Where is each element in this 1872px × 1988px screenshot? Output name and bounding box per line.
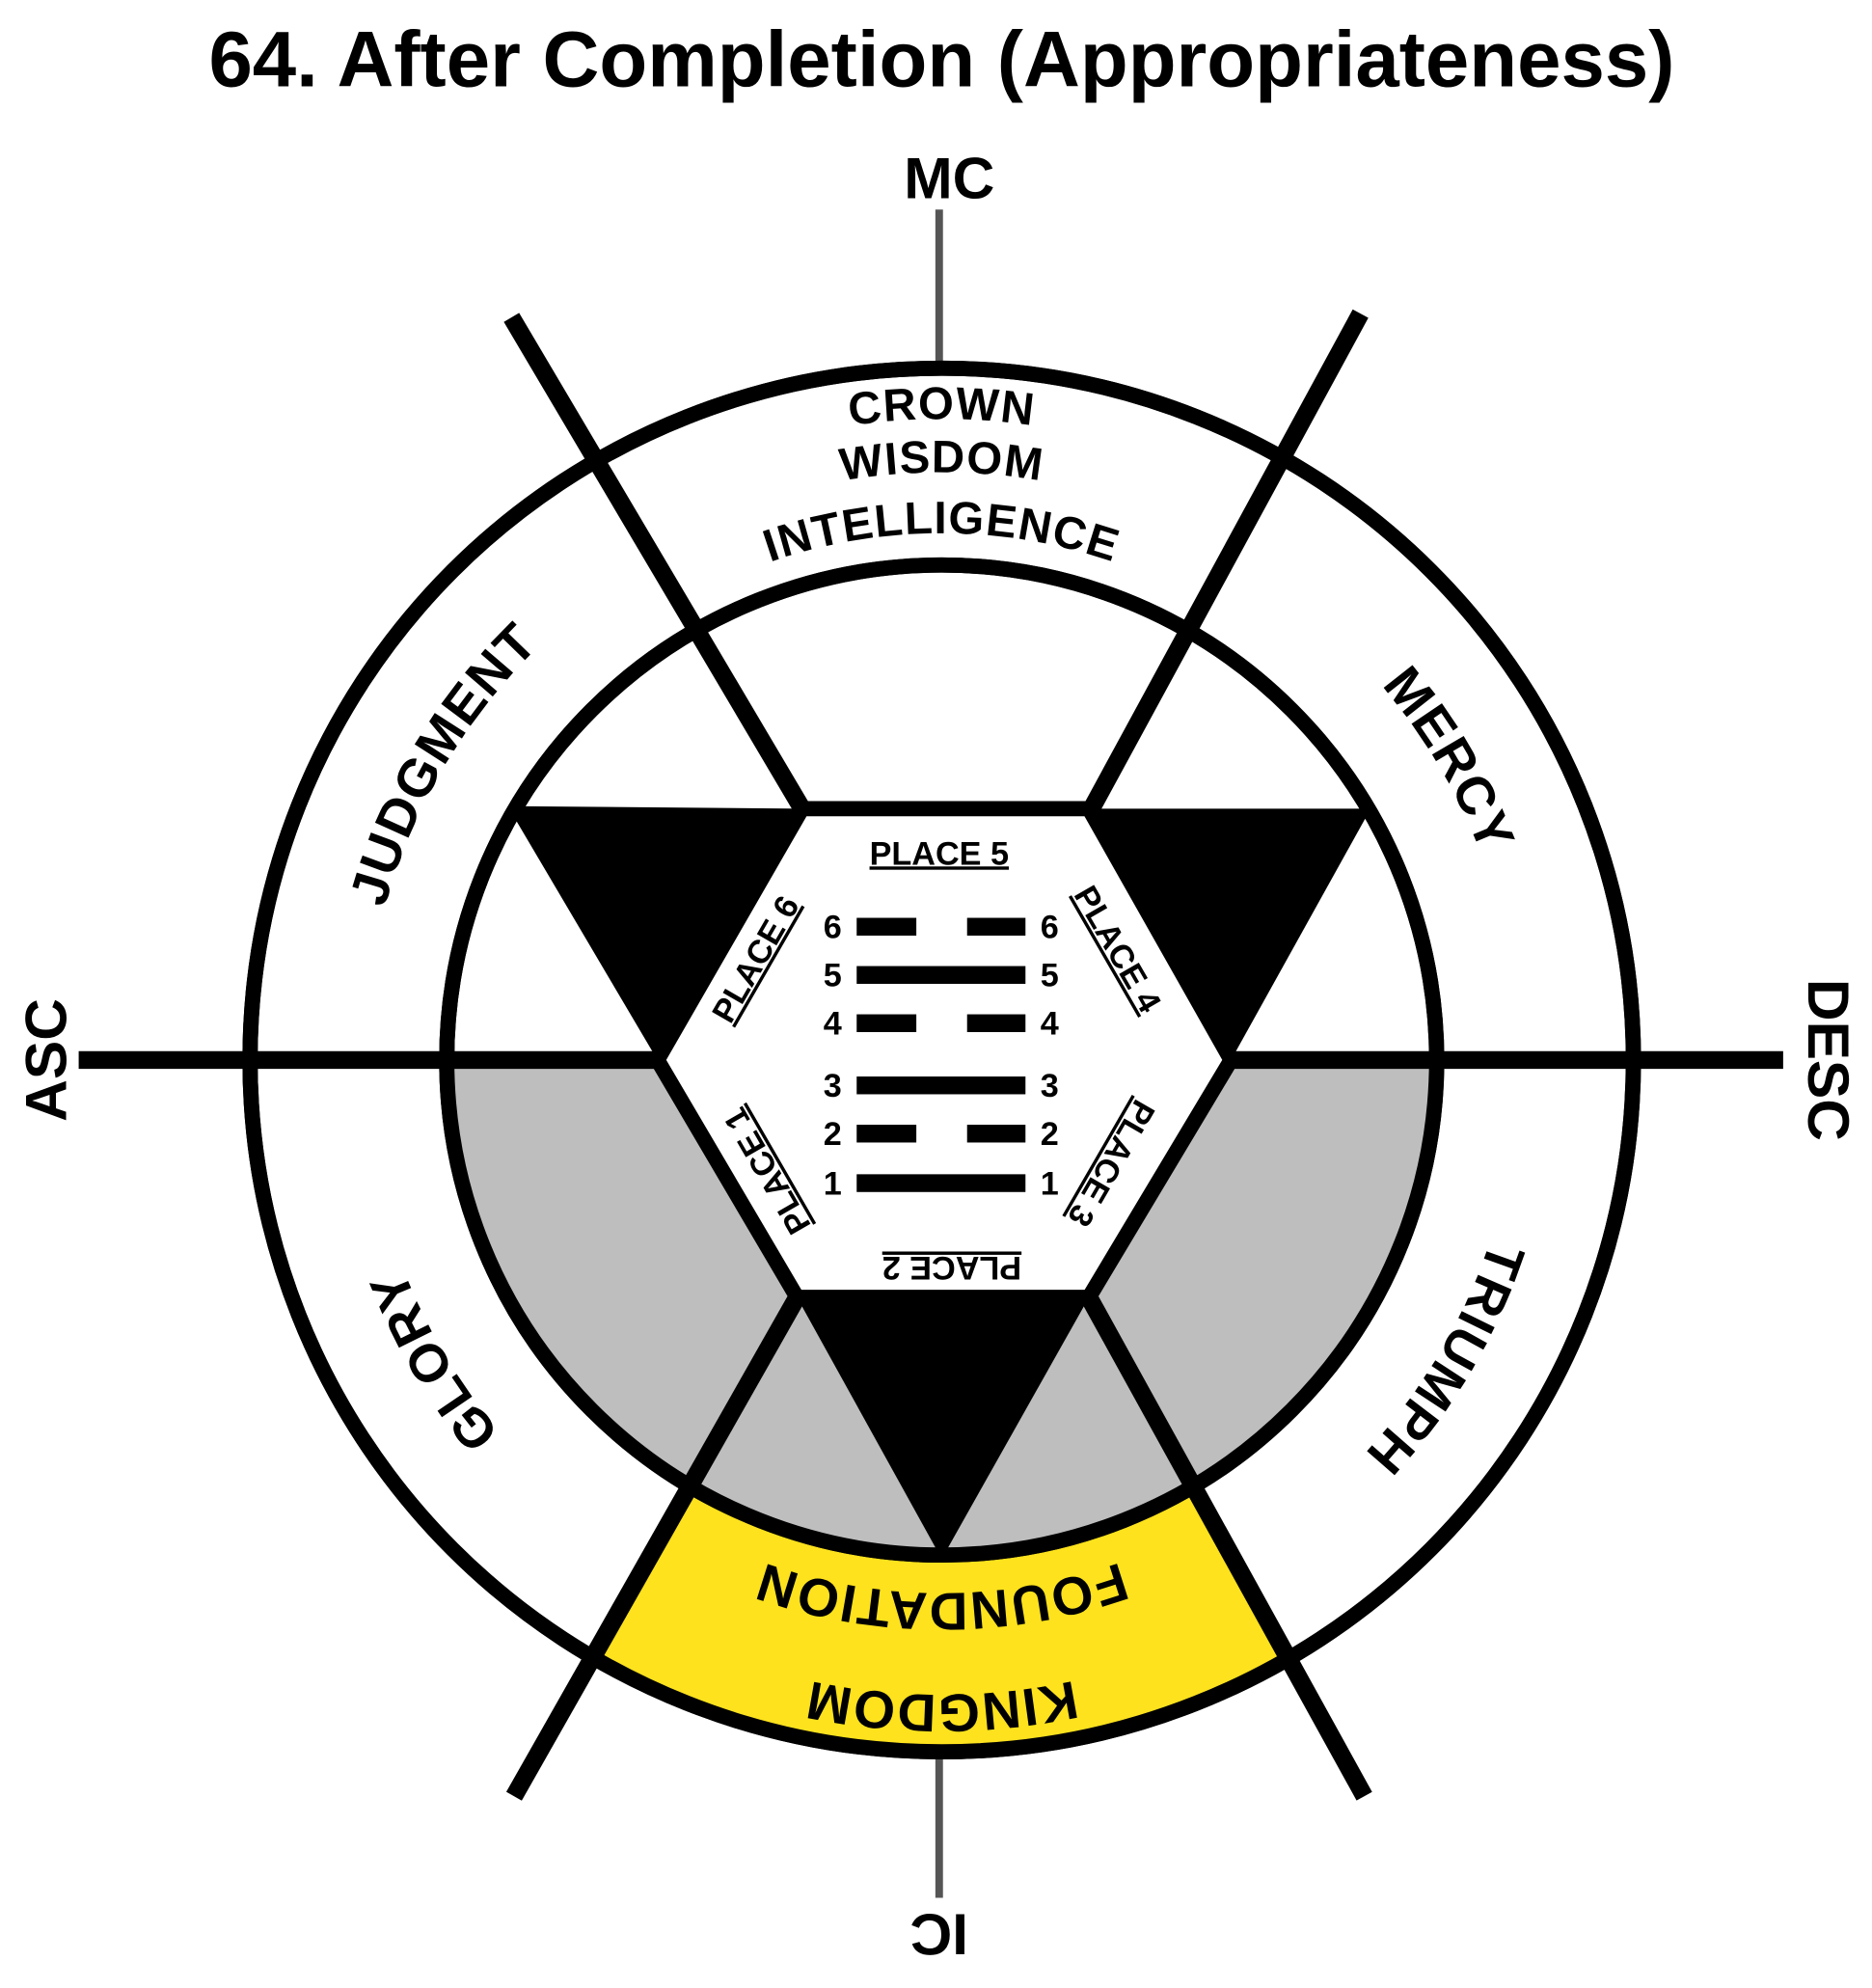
line-number-right: 5 <box>1041 958 1059 994</box>
yang-line <box>856 1174 1026 1192</box>
place-2-label: PLACE 2 <box>882 1249 1021 1286</box>
center-hexagon <box>648 801 1240 1305</box>
spoke-lower-right <box>1081 1293 1372 1801</box>
line-number-left: 4 <box>824 1006 842 1043</box>
yin-line-right <box>966 1125 1026 1143</box>
line-number-left: 2 <box>824 1116 842 1153</box>
mc-label: MC <box>904 145 994 210</box>
yin-line-left <box>856 1125 917 1143</box>
line-number-right: 4 <box>1041 1006 1059 1043</box>
spoke-lower-left <box>505 1293 805 1801</box>
line-number-right: 6 <box>1041 910 1059 946</box>
ring-label-wisdom: WISDOM <box>836 431 1046 491</box>
yin-line-right <box>966 917 1026 936</box>
spoke-upper-left <box>503 313 810 814</box>
place-5-label: PLACE 5 <box>870 835 1009 872</box>
yin-line-right <box>966 1014 1026 1032</box>
ring-label-crown: CROWN <box>845 378 1038 436</box>
line-number-left: 1 <box>824 1165 842 1202</box>
line-number-left: 3 <box>824 1068 842 1104</box>
desc-label: DESC <box>1796 979 1861 1141</box>
line-number-right: 3 <box>1041 1068 1059 1104</box>
yin-line-left <box>856 1014 917 1032</box>
ic-label: IC <box>910 1902 969 1968</box>
line-number-left: 5 <box>824 958 842 994</box>
hexagram-lines: 1 1 2 2 3 3 4 4 5 5 6 6 <box>824 910 1059 1203</box>
line-number-left: 6 <box>824 910 842 946</box>
line-number-right: 1 <box>1041 1165 1059 1202</box>
triangle-upper-left <box>507 805 802 1060</box>
yin-line-left <box>856 917 917 936</box>
triangle-upper-right <box>1089 808 1371 1060</box>
yang-line <box>856 1076 1026 1095</box>
spoke-upper-right <box>1083 309 1369 813</box>
kingdom-foundation-sector <box>596 1488 1288 1752</box>
diagram-title: 64. After Completion (Appropriateness) <box>208 16 1674 104</box>
asc-label: ASC <box>13 998 78 1122</box>
line-number-right: 2 <box>1041 1116 1059 1153</box>
triangle-bottom <box>797 1297 1090 1560</box>
yang-line <box>856 966 1026 984</box>
